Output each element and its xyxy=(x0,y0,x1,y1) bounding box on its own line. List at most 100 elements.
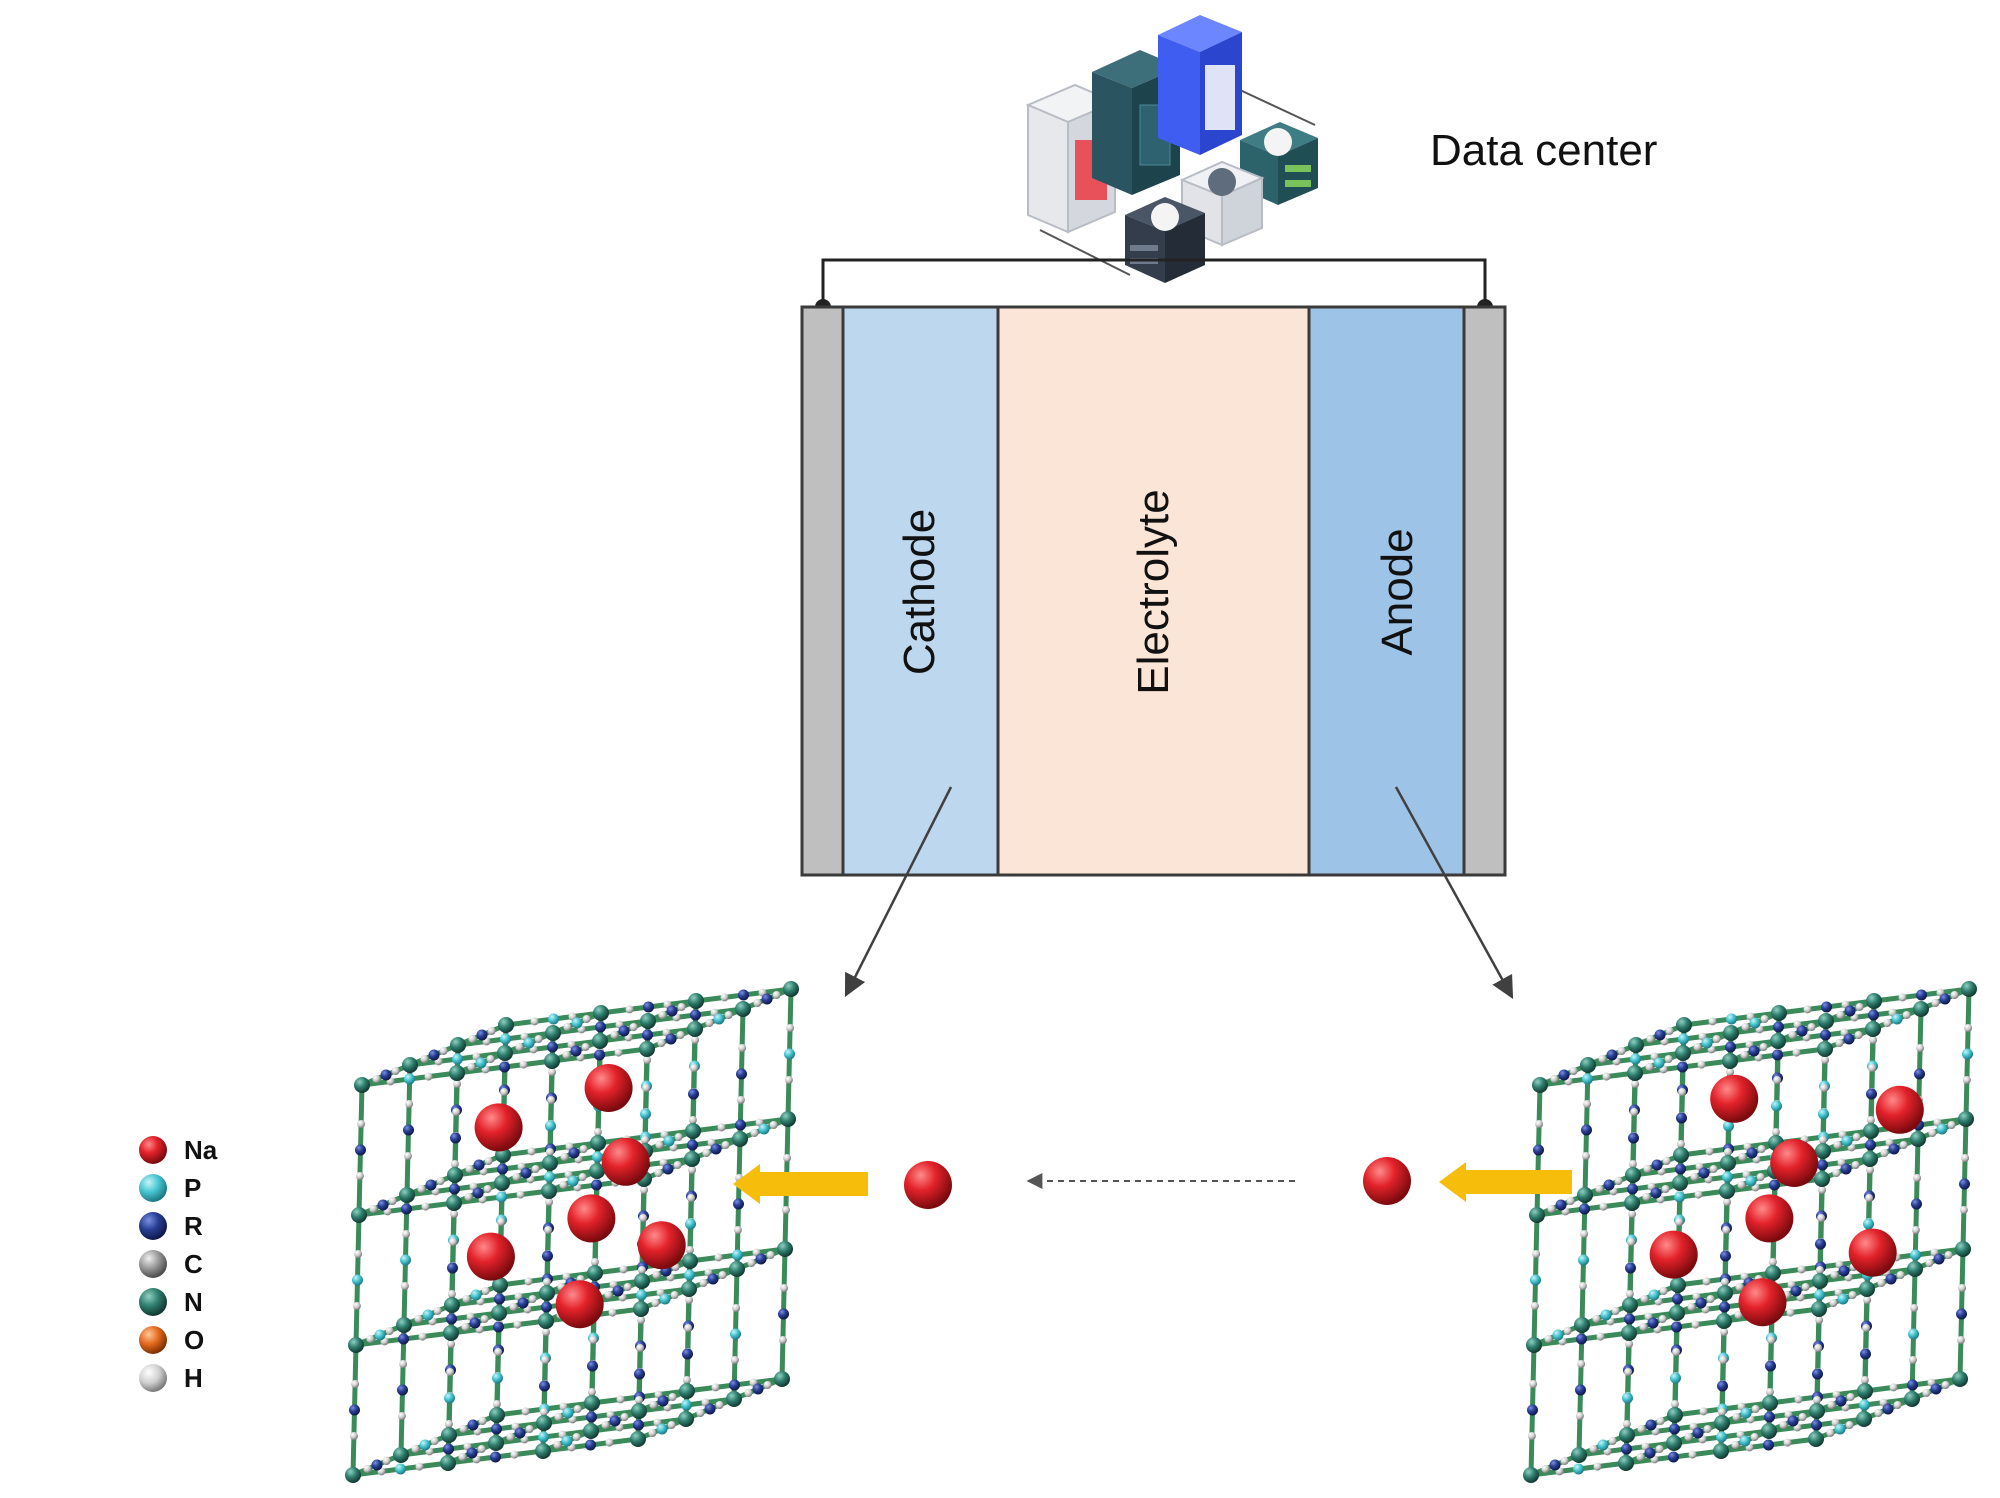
p-atom xyxy=(545,1120,556,1132)
c-atom xyxy=(711,1383,720,1392)
n-atom xyxy=(1815,1143,1831,1159)
r-atom xyxy=(666,1005,678,1017)
p-atom xyxy=(548,1013,559,1025)
c-atom xyxy=(1670,1400,1679,1408)
c-atom xyxy=(1827,1401,1836,1409)
c-atom xyxy=(1622,1420,1631,1428)
r-atom xyxy=(517,1297,529,1309)
c-atom xyxy=(649,1401,658,1409)
c-atom xyxy=(1630,1108,1639,1116)
cathode-current-collector xyxy=(800,305,845,877)
framework-atoms xyxy=(345,981,799,1483)
c-atom xyxy=(1734,1311,1743,1319)
c-atom xyxy=(750,1129,759,1137)
c-atom xyxy=(1720,1278,1729,1286)
c-atom xyxy=(1821,1056,1830,1064)
n-atom xyxy=(444,1297,460,1313)
c-atom xyxy=(465,1165,474,1173)
c-atom xyxy=(545,1198,554,1206)
c-atom xyxy=(1788,1031,1797,1039)
r-atom xyxy=(514,1427,526,1439)
c-atom xyxy=(1675,1218,1684,1226)
r-atom xyxy=(1888,1143,1900,1155)
sodium-atom xyxy=(1875,1085,1924,1134)
c-atom xyxy=(1910,1304,1919,1312)
p-atom xyxy=(1722,1171,1733,1183)
c-atom xyxy=(1625,1340,1634,1348)
c-atom xyxy=(1639,1323,1648,1331)
c-atom xyxy=(1783,1438,1792,1447)
c-atom xyxy=(620,1413,629,1421)
r-atom xyxy=(1555,1199,1567,1211)
c-atom xyxy=(527,1147,536,1156)
c-atom xyxy=(447,1290,456,1298)
c-atom xyxy=(1751,1405,1760,1413)
c-atom xyxy=(484,1157,493,1165)
c-atom xyxy=(414,1315,423,1323)
n-atom xyxy=(1625,1167,1641,1183)
r-atom xyxy=(690,1009,701,1021)
c-atom xyxy=(1664,1055,1673,1063)
r-atom xyxy=(398,1333,409,1345)
c-atom xyxy=(497,1218,506,1226)
r-atom xyxy=(1654,1029,1666,1041)
c-atom xyxy=(1962,1076,1971,1084)
n-atom xyxy=(679,1383,695,1399)
c-atom xyxy=(766,1251,775,1259)
c-atom xyxy=(450,1160,459,1168)
c-atom xyxy=(1801,1283,1810,1291)
c-atom xyxy=(467,1063,476,1071)
p-atom xyxy=(1834,1423,1846,1435)
r-atom xyxy=(1647,1317,1659,1329)
n-atom xyxy=(630,1431,646,1447)
c-atom xyxy=(688,1166,697,1174)
r-atom xyxy=(755,1253,767,1265)
p-atom xyxy=(1678,1033,1689,1045)
n-atom xyxy=(593,1005,609,1021)
c-atom xyxy=(1820,1084,1829,1092)
r-atom xyxy=(473,1159,485,1171)
c-atom xyxy=(464,1193,473,1201)
c-atom xyxy=(616,1395,625,1404)
n-atom xyxy=(640,1013,656,1029)
c-atom xyxy=(385,1327,394,1335)
c-atom xyxy=(1720,1328,1729,1336)
c-atom xyxy=(724,1011,733,1019)
n-atom xyxy=(780,1111,796,1127)
c-atom xyxy=(449,1238,458,1246)
c-atom xyxy=(670,1291,679,1299)
p-atom xyxy=(1622,1392,1633,1404)
c-atom xyxy=(1687,1303,1696,1311)
c-atom xyxy=(690,1064,699,1072)
n-atom xyxy=(402,1057,418,1073)
cathode-framework-crystal xyxy=(345,981,799,1483)
c-atom xyxy=(643,1056,652,1064)
n-atom xyxy=(1812,1273,1828,1289)
c-atom xyxy=(506,1433,515,1441)
c-atom xyxy=(1596,1332,1605,1341)
c-atom xyxy=(1925,1259,1934,1267)
r-atom xyxy=(476,1029,488,1041)
c-atom xyxy=(1862,1324,1871,1332)
legend-label-c: C xyxy=(184,1249,203,1279)
c-atom xyxy=(1759,1043,1768,1051)
r-atom xyxy=(467,1419,479,1431)
c-atom xyxy=(668,1393,677,1401)
c-atom xyxy=(589,1336,598,1344)
n-atom xyxy=(491,1305,507,1321)
c-atom xyxy=(733,1226,742,1234)
c-atom xyxy=(1964,1024,1973,1032)
r-atom xyxy=(1868,1009,1879,1021)
c-atom xyxy=(780,1284,789,1292)
r-atom xyxy=(1624,1313,1635,1325)
c-atom xyxy=(572,1433,581,1441)
c-atom xyxy=(402,1230,411,1238)
c-atom xyxy=(1898,993,1907,1002)
r-atom xyxy=(761,993,773,1005)
n-atom xyxy=(1714,1415,1730,1431)
p-atom xyxy=(1701,1037,1713,1049)
c-atom xyxy=(582,1015,591,1023)
c-atom xyxy=(525,1425,534,1433)
p-atom xyxy=(758,1123,770,1135)
r-atom xyxy=(594,1049,605,1061)
